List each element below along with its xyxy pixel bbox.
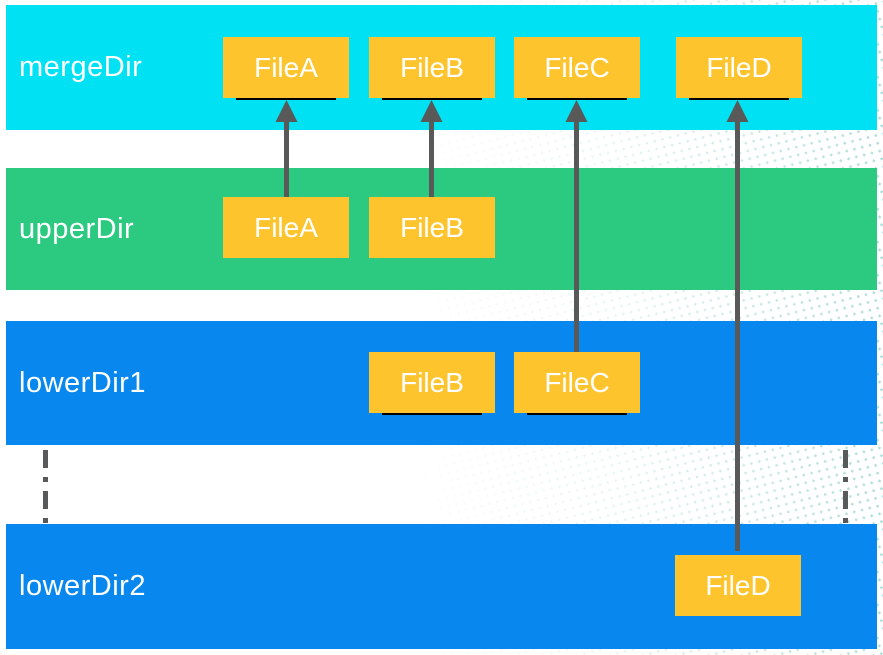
file-underline [236, 98, 336, 100]
file-label: FileD [706, 51, 772, 83]
file-box-upperdir-filea: FileA [223, 197, 349, 258]
file-box-lowerdir2-filed: FileD [675, 555, 801, 616]
file-underline [527, 98, 627, 100]
file-box-mergedir-filed: FileD [676, 37, 802, 100]
layer-label-lowerdir2: lowerDir2 [19, 570, 146, 602]
file-label: FileB [400, 211, 464, 243]
file-box-lowerdir1-fileb: FileB [369, 352, 495, 415]
file-box-lowerdir1-filec: FileC [514, 352, 640, 415]
file-label: FileD [705, 569, 771, 601]
file-box-mergedir-fileb: FileB [369, 37, 495, 100]
layer-label-upperdir: upperDir [19, 212, 135, 245]
file-box-upperdir-fileb: FileB [369, 197, 495, 258]
layer-band-upperdir: upperDir [6, 168, 877, 290]
file-label: FileC [544, 51, 610, 83]
file-label: FileB [400, 366, 464, 398]
file-underline [382, 413, 482, 415]
file-underline [689, 98, 789, 100]
file-underline [382, 98, 482, 100]
file-label: FileB [400, 51, 464, 83]
file-box-mergedir-filea: FileA [223, 37, 349, 100]
file-label: FileA [254, 51, 318, 83]
file-label: FileC [544, 366, 610, 398]
file-label: FileA [254, 211, 318, 243]
file-box-mergedir-filec: FileC [514, 37, 640, 100]
layer-label-lowerdir1: lowerDir1 [19, 366, 146, 399]
file-underline [527, 413, 627, 415]
layer-label-mergedir: mergeDir [19, 51, 143, 83]
